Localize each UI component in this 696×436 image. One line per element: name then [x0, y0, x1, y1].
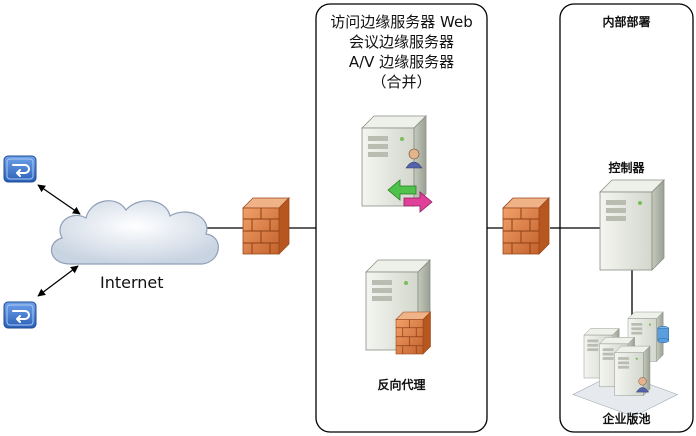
connection-lines — [37, 184, 633, 318]
enterprise-pool-servers-icon — [572, 311, 679, 417]
remote-client-top-icon — [3, 155, 37, 183]
internal-deployment-box — [559, 3, 694, 433]
edge-title-line-2: 会议边缘服务器 — [348, 33, 454, 51]
edge-traffic-arrows-icon — [387, 179, 433, 213]
firewall-left-icon — [242, 197, 290, 255]
remote-client-bottom-icon — [3, 301, 37, 329]
reverse-proxy-firewall-icon — [395, 311, 431, 355]
client-bottom-arrow — [37, 265, 79, 297]
enterprise-pool-label: 企业版池 — [602, 412, 651, 426]
internal-box-title: 内部部署 — [602, 15, 651, 29]
edge-server-icon — [361, 115, 433, 213]
firewall-right-icon — [502, 197, 550, 255]
edge-box-title: 访问边缘服务器 Web 会议边缘服务器 A/V 边缘服务器 （合并） — [316, 12, 487, 92]
edge-servers-box — [315, 3, 488, 433]
internet-label: Internet — [100, 273, 164, 292]
director-label: 控制器 — [608, 161, 645, 175]
pool-database-icon — [657, 326, 669, 344]
director-server-icon — [599, 179, 665, 271]
edge-title-line-1: 访问边缘服务器 Web — [330, 13, 473, 31]
edge-title-line-4: （合并） — [371, 73, 432, 91]
reverse-proxy-server-icon — [365, 259, 431, 355]
cloud-icon — [51, 200, 219, 265]
reverse-proxy-label: 反向代理 — [377, 378, 426, 392]
client-top-arrow — [37, 184, 81, 215]
edge-title-line-3: A/V 边缘服务器 — [348, 53, 455, 71]
